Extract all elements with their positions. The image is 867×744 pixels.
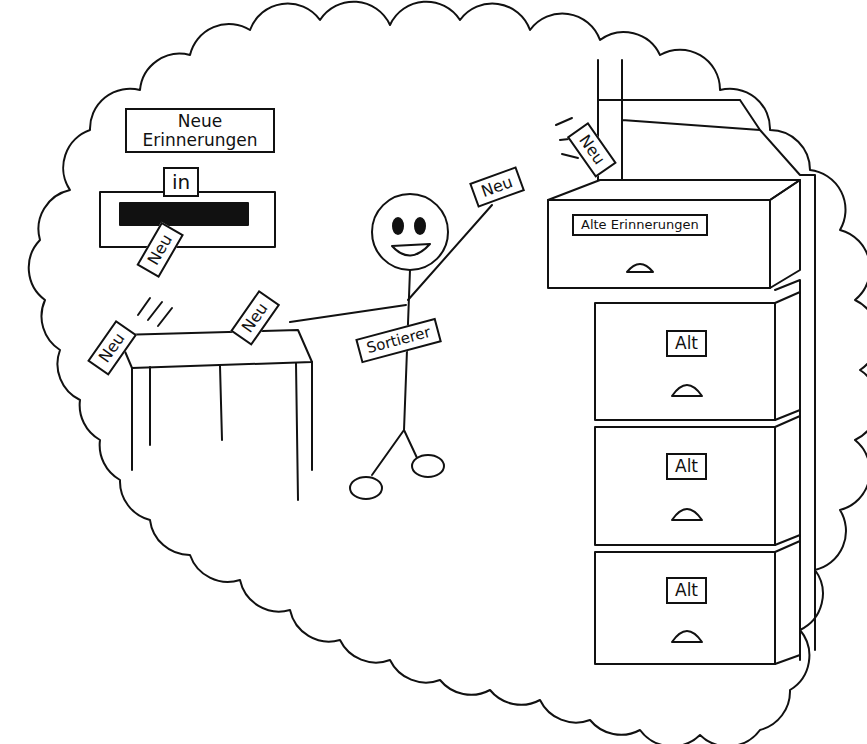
node-text: Alte Erinnerungen: [581, 218, 699, 232]
table: [118, 330, 312, 500]
filing-cabinet: [548, 60, 815, 664]
node-text: Alt: [675, 457, 698, 476]
drawer-label: Alt: [666, 577, 707, 604]
slot-box: [100, 192, 275, 247]
stick-figure: [290, 194, 492, 499]
node-text: Neue Erinnerungen: [134, 112, 266, 149]
node-text: Neu: [96, 330, 129, 366]
role-badge: Sortierer: [355, 318, 442, 363]
node-text: Alt: [675, 581, 698, 600]
drawer-label: Alt: [666, 453, 707, 480]
node-text: Neu: [479, 173, 515, 200]
motion-lines: [138, 298, 172, 326]
drawer-label: Alte Erinnerungen: [572, 214, 708, 236]
node-text: Sortierer: [365, 324, 432, 357]
node-text: Alt: [675, 334, 698, 353]
sign-box: Neue Erinnerungen: [125, 108, 275, 153]
drawer-label: Alt: [666, 330, 707, 357]
sign-box: in: [163, 167, 199, 197]
memory-card: Neu: [469, 166, 525, 207]
memory-card: Neu: [567, 122, 617, 178]
node-text: in: [172, 171, 190, 193]
brain-outline: [29, 2, 867, 744]
node-text: Neu: [576, 132, 609, 168]
slot: [120, 203, 248, 225]
